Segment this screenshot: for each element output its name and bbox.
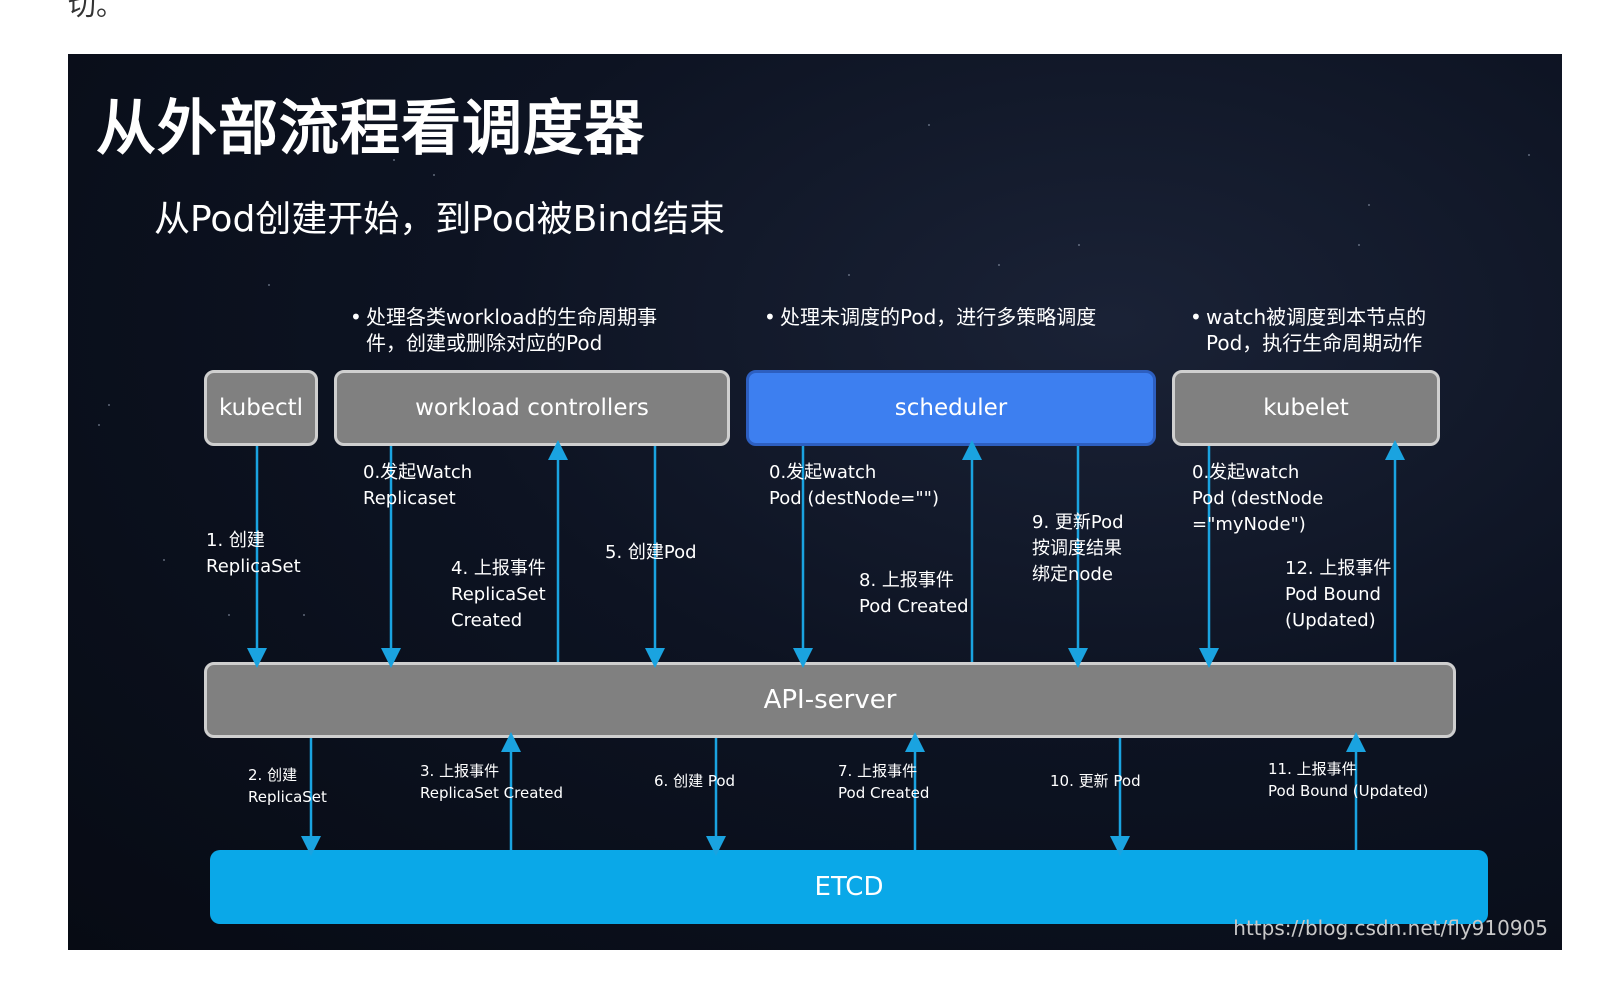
label-step-1: 1. 创建 ReplicaSet xyxy=(206,528,301,580)
star-dot xyxy=(1078,244,1080,246)
star-dot xyxy=(1358,244,1360,246)
star-dot xyxy=(433,174,435,176)
label-step-4-line3: Created xyxy=(451,610,523,631)
bullet-dot: • xyxy=(350,305,362,329)
label-step-1-line1: 1. 创建 xyxy=(206,530,265,551)
label-step-0-kubelet: 0.发起watch Pod (destNode ="myNode") xyxy=(1192,460,1323,538)
label-step-4-line1: 4. 上报事件 xyxy=(451,558,546,579)
kubelet-box: kubelet xyxy=(1172,370,1440,446)
label-step-0k-line1: 0.发起watch xyxy=(1192,462,1300,483)
label-step-7: 7. 上报事件 Pod Created xyxy=(838,760,929,804)
label-step-0s-line2: Pod (destNode="") xyxy=(769,488,939,509)
star-dot xyxy=(98,424,100,426)
watermark-text: https://blog.csdn.net/fly910905 xyxy=(1233,916,1548,940)
label-step-11-line2: Pod Bound (Updated) xyxy=(1268,782,1429,800)
label-step-5: 5. 创建Pod xyxy=(605,542,697,563)
label-step-11-line1: 11. 上报事件 xyxy=(1268,760,1357,778)
api-server-box: API-server xyxy=(204,662,1456,738)
bullet-scheduler: • 处理未调度的Pod，进行多策略调度 xyxy=(764,304,1097,330)
star-dot xyxy=(393,159,395,161)
star-dot xyxy=(303,614,305,616)
scheduler-box: scheduler xyxy=(746,370,1156,446)
bullet-scheduler-line: 处理未调度的Pod，进行多策略调度 xyxy=(780,305,1097,329)
label-step-7-line1: 7. 上报事件 xyxy=(838,762,918,780)
label-step-12-line1: 12. 上报事件 xyxy=(1285,558,1392,579)
bullet-controllers-line2: 件，创建或删除对应的Pod xyxy=(366,331,603,355)
label-step-8-line1: 8. 上报事件 xyxy=(859,570,954,591)
label-step-0s-line1: 0.发起watch xyxy=(769,462,877,483)
slide-subtitle: 从Pod创建开始，到Pod被Bind结束 xyxy=(154,199,725,240)
star-dot xyxy=(1368,204,1370,206)
label-step-3-line1: 3. 上报事件 xyxy=(420,762,500,780)
star-dot xyxy=(268,284,270,286)
star-dot xyxy=(163,559,165,561)
label-step-4: 4. 上报事件 ReplicaSet Created xyxy=(451,556,546,634)
label-step-7-line2: Pod Created xyxy=(838,784,930,802)
label-step-0k-line2: Pod (destNode xyxy=(1192,488,1324,509)
label-step-9: 9. 更新Pod 按调度结果 绑定node xyxy=(1032,510,1124,588)
etcd-box: ETCD xyxy=(210,850,1488,924)
label-step-2-line1: 2. 创建 xyxy=(248,766,298,784)
kubectl-box: kubectl xyxy=(204,370,318,446)
label-step-3: 3. 上报事件 ReplicaSet Created xyxy=(420,760,563,804)
bullet-kubelet-line2: Pod，执行生命周期动作 xyxy=(1206,331,1423,355)
star-dot xyxy=(928,124,930,126)
star-dot xyxy=(228,614,230,616)
workload-controllers-box: workload controllers xyxy=(334,370,730,446)
label-step-0k-line3: ="myNode") xyxy=(1192,514,1306,535)
slide-image: 从外部流程看调度器 从Pod创建开始，到Pod被Bind结束 • 处理各类wor… xyxy=(68,54,1562,950)
label-step-8: 8. 上报事件 Pod Created xyxy=(859,568,969,620)
label-step-0c-line1: 0.发起Watch xyxy=(363,462,473,483)
top-fragment-text: 切。 xyxy=(68,0,125,22)
label-step-9-line2: 按调度结果 xyxy=(1032,538,1122,559)
label-step-0-controllers: 0.发起Watch Replicaset xyxy=(363,460,472,512)
label-step-6: 6. 创建 Pod xyxy=(654,772,736,790)
bullet-controllers: • 处理各类workload的生命周期事 件，创建或删除对应的Pod xyxy=(350,304,658,356)
label-step-8-line2: Pod Created xyxy=(859,596,969,617)
star-dot xyxy=(998,264,1000,266)
bullet-controllers-line1: 处理各类workload的生命周期事 xyxy=(366,305,658,329)
label-step-12-line2: Pod Bound xyxy=(1285,584,1381,605)
label-step-9-line1: 9. 更新Pod xyxy=(1032,512,1124,533)
label-step-1-line2: ReplicaSet xyxy=(206,556,301,577)
slide-title: 从外部流程看调度器 xyxy=(96,94,645,164)
label-step-12: 12. 上报事件 Pod Bound (Updated) xyxy=(1285,556,1391,634)
label-step-9-line3: 绑定node xyxy=(1032,564,1113,585)
bullet-dot: • xyxy=(764,305,776,329)
label-step-2-line2: ReplicaSet xyxy=(248,788,327,806)
bullet-kubelet-line1: watch被调度到本节点的 xyxy=(1206,305,1427,329)
bullet-kubelet: • watch被调度到本节点的 Pod，执行生命周期动作 xyxy=(1190,304,1427,356)
bullet-dot: • xyxy=(1190,305,1202,329)
star-dot xyxy=(848,274,850,276)
label-step-3-line2: ReplicaSet Created xyxy=(420,784,564,802)
label-step-11: 11. 上报事件 Pod Bound (Updated) xyxy=(1268,758,1428,802)
label-step-4-line2: ReplicaSet xyxy=(451,584,546,605)
star-dot xyxy=(1528,154,1530,156)
flow-arrows xyxy=(247,440,1405,856)
label-step-0c-line2: Replicaset xyxy=(363,488,456,509)
star-dot xyxy=(108,404,110,406)
label-step-2: 2. 创建 ReplicaSet xyxy=(248,764,327,808)
label-step-0-scheduler: 0.发起watch Pod (destNode="") xyxy=(769,460,939,512)
label-step-10: 10. 更新 Pod xyxy=(1050,772,1141,790)
label-step-12-line3: (Updated) xyxy=(1285,610,1376,631)
